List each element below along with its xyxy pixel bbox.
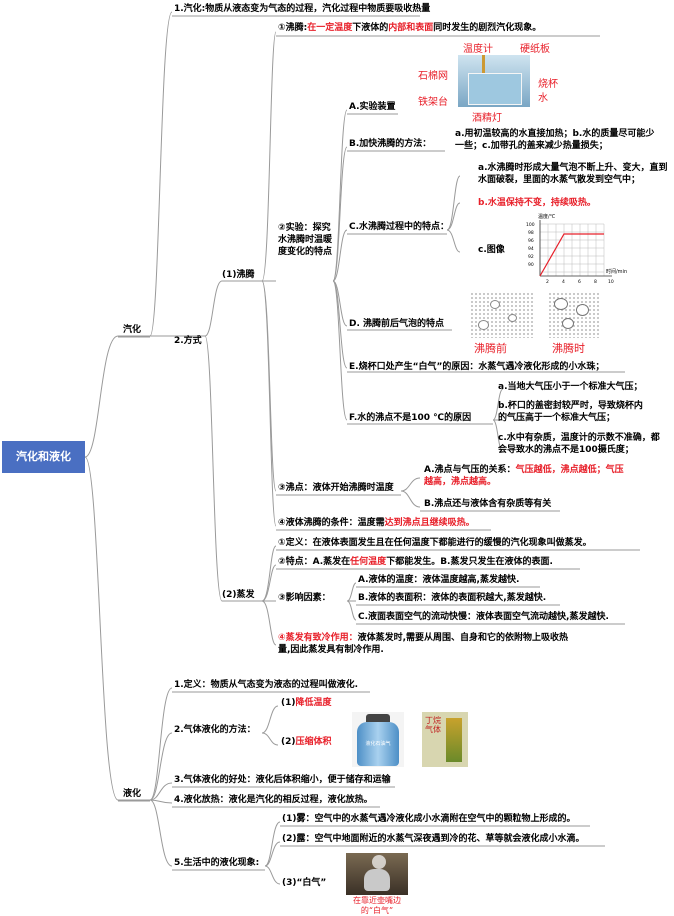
- life-examples-label: 5.生活中的液化现象:: [174, 858, 260, 868]
- label-beaker: 烧杯: [538, 79, 558, 90]
- lighter-text: 丁烷气体: [425, 716, 441, 734]
- bubbles-label: D. 沸腾前后气泡的特点: [349, 319, 445, 329]
- liquefaction-methods-label: 2.气体液化的方法：: [174, 725, 256, 735]
- graph-ytick: 90: [528, 262, 534, 268]
- feature-bubbles: a.水沸腾时形成大量气泡不断上升、变大，直到水面破裂，里面的水蒸气散发到空气中；: [478, 163, 668, 185]
- graph-ytick: 92: [528, 254, 534, 260]
- apparatus-photo: [458, 55, 530, 107]
- boiling-features-label: C.水沸腾过程中的特点：: [349, 222, 450, 232]
- example-fog: (1)雾：空气中的水蒸气遇冷液化成小水滴附在空气中的颗粒物上形成的。: [282, 814, 576, 824]
- node-yehua[interactable]: 液化: [123, 789, 142, 799]
- factor-surface-area: B.液体的表面积：液体的表面积越大,蒸发越快.: [358, 593, 547, 603]
- graph-ytick: 94: [528, 246, 534, 252]
- graph-xtick: 2: [546, 279, 549, 285]
- label-cardboard: 硬纸板: [520, 44, 550, 55]
- lighter-image: 丁烷气体: [422, 712, 468, 767]
- boiling-point-def: ③沸点：液体开始沸腾时温度: [278, 483, 394, 493]
- speedup-label: B.加快沸腾的方法：: [349, 139, 432, 149]
- evaporation-def: ①定义：在液体表面发生且在任何温度下都能进行的缓慢的汽化现象叫做蒸发。: [278, 538, 592, 548]
- tank-text: 液化石油气: [365, 741, 391, 747]
- reason-b: b.杯口的盖密封较严时，导致烧杯内的气压高于一个标准大气压；: [498, 401, 643, 423]
- evaporation-cooling: ④蒸发有致冷作用：液体蒸发时,需要从周围、自身和它的依附物上吸收热量,因此蒸发具…: [278, 633, 569, 655]
- speedup-methods: a.用初温较高的水直接加热；b.水的质量尽可能少一些；c.加带孔的盖来减少热量损…: [455, 129, 655, 151]
- graph-ylabel: 温度/℃: [538, 213, 556, 220]
- label-during-boiling: 沸腾时: [552, 342, 585, 355]
- feature-constant-temp: b.水温保持不变，持续吸热。: [478, 198, 596, 208]
- reason-c: c.水中有杂质，温度计的示数不准确，都会导致水的沸点不是100摄氏度；: [498, 433, 660, 455]
- evaporation-feature: ②特点：A.蒸发在任何温度下都能发生。B.蒸发只发生在液体的表面.: [278, 557, 553, 567]
- feature-graph-label: c.图像: [478, 245, 505, 255]
- method-cooling: (1)降低温度: [281, 698, 332, 708]
- node-feiteng[interactable]: (1)沸腾: [222, 270, 255, 280]
- qihua-definition: 1.汽化:物质从液态变为气态的过程，汽化过程中物质要吸收热量: [174, 4, 431, 14]
- label-water: 水: [538, 93, 548, 104]
- factors-label: ③影响因素：: [278, 593, 331, 603]
- graph-ytick: 100: [526, 222, 535, 228]
- graph-ytick: 98: [528, 230, 534, 236]
- label-before-boiling: 沸腾前: [474, 342, 507, 355]
- factor-airflow: C.液面表面空气的流动快慢：液体表面空气流动越快,蒸发越快.: [358, 612, 609, 622]
- liquefaction-def: 1.定义：物质从气态变为液态的过程叫做液化.: [174, 680, 359, 690]
- method-compression: (2)压缩体积: [281, 737, 332, 747]
- bubbles-before-image: [470, 292, 534, 338]
- graph-xlabel: 时间/min: [606, 268, 627, 275]
- boiling-pressure-relation: A.沸点与气压的关系：气压越低，沸点越低；气压越高，沸点越高。: [424, 465, 624, 487]
- boiling-point-reason-label: F.水的沸点不是100 ℃的原因: [349, 413, 472, 423]
- white-gas-reason: E.烧杯口处产生“白气”的原因：水蒸气遇冷液化形成的小水珠；: [349, 362, 605, 372]
- label-stand: 铁架台: [418, 97, 448, 108]
- gas-tank-image: 液化石油气: [352, 712, 404, 767]
- factor-temperature: A.液体的温度：液体温度越高,蒸发越快.: [358, 575, 520, 585]
- feiteng-definition: ①沸腾:在一定温度下液体的内部和表面同时发生的剧烈汽化现象。: [278, 23, 542, 33]
- root-node[interactable]: 汽化和液化: [2, 441, 85, 473]
- graph-curve: [539, 233, 604, 277]
- label-lamp: 酒精灯: [472, 113, 502, 124]
- experiment-node[interactable]: ②实验：探究水沸腾时温暖度变化的特点: [278, 223, 333, 257]
- graph-xtick: 4: [562, 279, 565, 285]
- bubbles-during-image: [548, 292, 600, 338]
- graph-xtick: 6: [578, 279, 581, 285]
- node-zhengfa[interactable]: (2)蒸发: [222, 590, 255, 600]
- label-asbestos: 石棉网: [418, 71, 448, 82]
- liquefaction-benefit: 3.气体液化的好处：液化后体积缩小，便于储存和运输: [174, 775, 391, 785]
- node-fangshi[interactable]: 2.方式: [174, 336, 202, 346]
- boiling-condition: ④液体沸腾的条件：温度需达到沸点且继续吸热。: [278, 518, 475, 528]
- example-dew: (2)露：空气中地面附近的水蒸气深夜遇到冷的花、草等就会液化成小水滴。: [282, 834, 585, 844]
- graph-ytick: 96: [528, 238, 534, 244]
- example-white-gas: (3)“白气”: [282, 878, 327, 888]
- reason-a: a.当地大气压小于一个标准大气压；: [498, 382, 643, 392]
- apparatus-label: A.实验装置: [349, 102, 396, 112]
- label-thermometer: 温度计: [463, 44, 493, 55]
- node-qihua[interactable]: 汽化: [123, 325, 142, 335]
- beaker-icon: [468, 73, 522, 105]
- graph-xtick: 10: [608, 279, 614, 285]
- graph-xtick: 8: [594, 279, 597, 285]
- boiling-impurity: B.沸点还与液体含有杂质等有关: [424, 499, 552, 509]
- kettle-caption: 在靠近壶嘴边的“白气”: [353, 896, 401, 915]
- kettle-image: [346, 853, 408, 895]
- liquefaction-heat-release: 4.液化放热：液化是汽化的相反过程，液化放热。: [174, 795, 373, 805]
- boiling-graph: 温度/℃ 时间/min 100 98 96 94 92 90 2 4 6 8 1…: [526, 213, 627, 285]
